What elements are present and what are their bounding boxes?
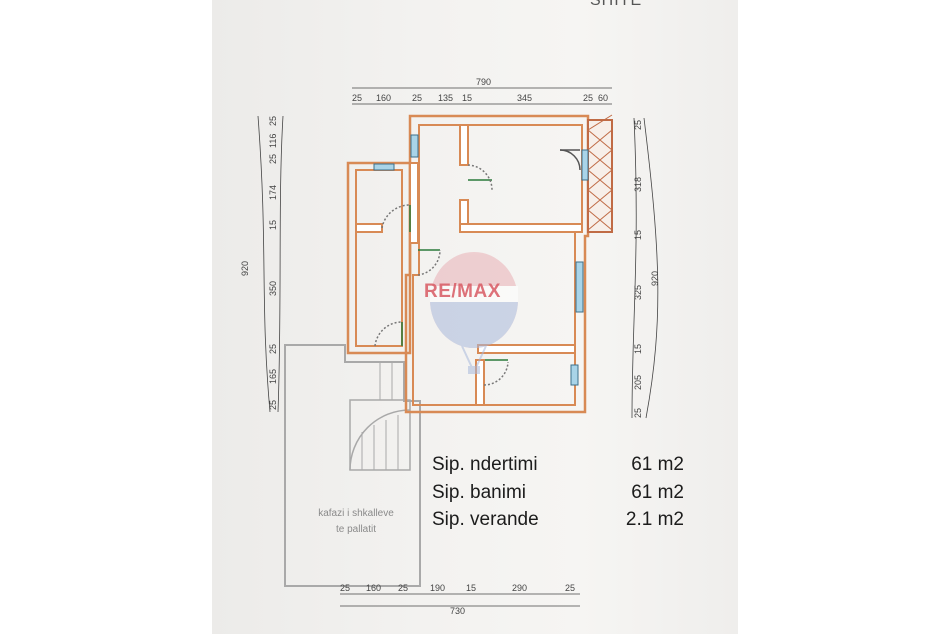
dim-left-total: 920	[240, 261, 250, 276]
dim-top-3: 135	[438, 93, 453, 103]
doors	[374, 149, 581, 386]
dim-bottom-3: 190	[430, 583, 445, 593]
dim-left-2: 25	[268, 154, 278, 164]
dim-left-6: 25	[268, 344, 278, 354]
dim-top-0: 25	[352, 93, 362, 103]
dim-top-7: 60	[598, 93, 608, 103]
windows	[373, 134, 589, 386]
dim-left-3: 174	[268, 185, 278, 200]
dim-right-0: 25	[633, 120, 643, 130]
stairwell-label-line-2: te pallatit	[335, 524, 377, 535]
area-label: Sip. ndertimi	[432, 454, 538, 475]
sheet-title-fragment: SHITE	[590, 0, 643, 9]
dim-left-4: 15	[268, 220, 278, 230]
dim-bottom-4: 15	[466, 583, 476, 593]
dim-top-6: 25	[583, 93, 593, 103]
dim-left-8: 25	[268, 400, 278, 410]
remax-balloon-logo	[430, 252, 518, 375]
dim-bottom-0: 25	[340, 583, 350, 593]
dim-top-5: 345	[517, 93, 532, 103]
dim-bottom-2: 25	[398, 583, 408, 593]
dim-left-5: 350	[268, 281, 278, 296]
dim-bottom-1: 160	[366, 583, 381, 593]
dim-top-1: 160	[376, 93, 391, 103]
dim-right-1: 318	[633, 177, 643, 192]
stairwell-label: kafazi i shkalleve te pallatit	[296, 506, 416, 538]
area-value: 2.1 m2	[625, 509, 684, 530]
dim-right-6: 25	[633, 408, 643, 418]
dim-right-3: 325	[633, 285, 643, 300]
dim-right-total: 920	[650, 271, 660, 286]
dim-right-2: 15	[633, 230, 643, 240]
dim-left-7: 165	[268, 369, 278, 384]
area-label: Sip. banimi	[432, 482, 526, 503]
dim-top-4: 15	[462, 93, 472, 103]
dim-bottom-5: 290	[512, 583, 527, 593]
area-value: 61 m2	[631, 454, 684, 475]
dim-top-total: 790	[476, 77, 491, 87]
stairwell-label-line-1: kafazi i shkalleve	[318, 508, 394, 519]
area-value: 61 m2	[631, 482, 684, 503]
stairwell	[284, 344, 421, 587]
area-label: Sip. verande	[432, 509, 539, 530]
dim-bottom-total: 730	[450, 606, 465, 616]
dim-left-0: 25	[268, 116, 278, 126]
dim-right-5: 205	[633, 375, 643, 390]
dimension-labels: 790 25 160 25 135 15 345 25 60 25 160 25…	[240, 77, 660, 616]
dim-left-1: 116	[268, 134, 278, 148]
dim-right-4: 15	[633, 344, 643, 354]
balcony	[587, 114, 613, 233]
remax-logo-text: RE/MAX	[424, 281, 501, 302]
dim-bottom-6: 25	[565, 583, 575, 593]
dimension-lines	[257, 87, 659, 607]
dim-top-2: 25	[412, 93, 422, 103]
